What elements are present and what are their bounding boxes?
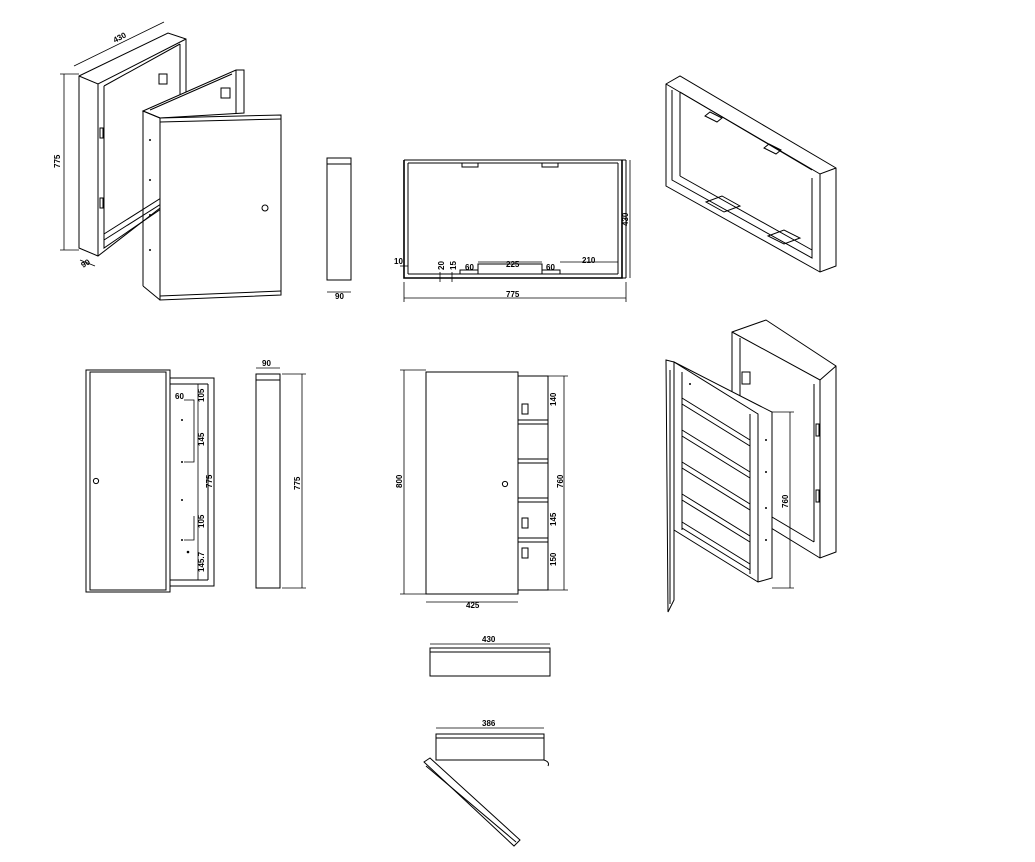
- iso-open-cabinet-view: 775 430 90: [53, 21, 282, 301]
- plan-door-view: 386: [423, 719, 549, 847]
- front-open-view: 800 425 760 140 145 150: [395, 369, 568, 610]
- plan-top-width: 430: [482, 635, 496, 644]
- side-depth-dim: 90: [262, 359, 271, 368]
- front-closed-view: 60 105 145 775 105 145.7: [85, 369, 215, 593]
- section-d2-dim: 15: [449, 261, 458, 270]
- front-closed-d105b: 105: [197, 514, 206, 528]
- front-open-d145: 145: [549, 512, 558, 526]
- front-closed-d775: 775: [205, 474, 214, 488]
- front-open-height: 800: [395, 474, 404, 488]
- section-gap-dim: 10: [394, 257, 403, 266]
- front-closed-d145: 145: [197, 432, 206, 446]
- section-side-dim: 430: [621, 212, 630, 226]
- front-closed-d60: 60: [175, 392, 184, 401]
- iso-height-dim: 775: [53, 154, 62, 168]
- front-closed-d1457: 145.7: [197, 551, 206, 572]
- narrow-depth-dim: 90: [335, 292, 344, 301]
- plan-top-view: 430: [429, 635, 551, 677]
- front-open-d760: 760: [556, 474, 565, 488]
- narrow-side-view: 90: [326, 157, 352, 301]
- front-open-d150: 150: [549, 552, 558, 566]
- section-d4-dim: 225: [506, 260, 520, 269]
- section-d6-dim: 210: [582, 256, 596, 265]
- section-d5-dim: 60: [546, 263, 555, 272]
- section-d3-dim: 60: [465, 263, 474, 272]
- iso-width-dim: 430: [112, 30, 128, 44]
- front-open-d140: 140: [549, 392, 558, 406]
- side-view: 90 775: [255, 359, 306, 589]
- section-d1-dim: 20: [437, 261, 446, 270]
- plan-door-width: 386: [482, 719, 496, 728]
- iso-frame-view: [665, 75, 837, 273]
- iso-shelves-view: 760: [665, 319, 837, 613]
- front-closed-d105a: 105: [197, 388, 206, 402]
- front-open-width: 425: [466, 601, 480, 610]
- iso-depth-dim: 90: [80, 257, 93, 270]
- iso-shelves-height: 760: [781, 494, 790, 508]
- top-section-view: 775 430 10 20 15 60 225 60 210: [394, 159, 631, 302]
- side-height-dim: 775: [293, 476, 302, 490]
- section-total-dim: 775: [506, 290, 520, 299]
